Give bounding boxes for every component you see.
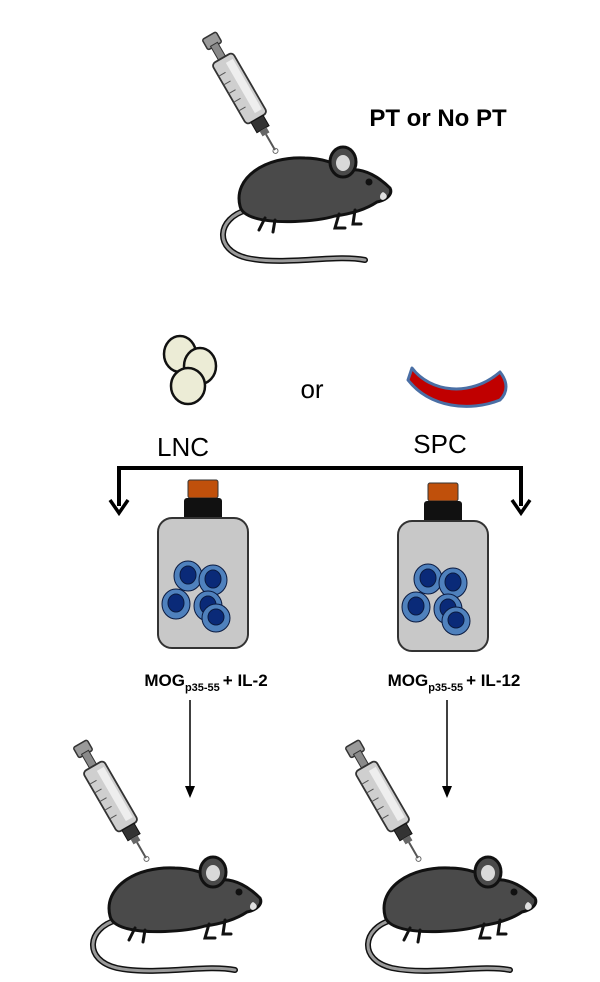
- transfer-arrow-left: [185, 700, 195, 798]
- source-label-lnc: LNC: [157, 432, 209, 462]
- mouse-icon: [368, 857, 536, 971]
- syringe-icon: [197, 28, 289, 161]
- antigen-subscript: p35-55: [185, 682, 220, 694]
- lymph-node-cells-icon: [162, 334, 218, 406]
- spleen-icon: [406, 366, 508, 408]
- mouse-icon: [223, 147, 391, 261]
- split-arrow: [117, 466, 523, 506]
- source-connector: or: [300, 374, 323, 404]
- antigen-text: MOG: [388, 671, 429, 690]
- culture-flask-icon: [157, 479, 249, 649]
- cytokine-text: + IL-2: [223, 671, 268, 690]
- culture-flask-icon: [397, 482, 489, 652]
- antigen-subscript: p35-55: [428, 682, 463, 694]
- cytokine-text: + IL-12: [466, 671, 520, 690]
- mouse-icon: [93, 857, 261, 971]
- condition-label: PT or No PT: [369, 105, 507, 132]
- antigen-text: MOG: [144, 671, 185, 690]
- syringe-icon: [68, 736, 160, 869]
- syringe-icon: [340, 736, 432, 869]
- culture-label-il2: MOGp35-55+ IL-2: [144, 671, 267, 694]
- culture-label-il12: MOGp35-55+ IL-12: [388, 671, 521, 694]
- source-label-spc: SPC: [413, 429, 466, 459]
- arrow-head-right: [510, 499, 532, 517]
- arrow-head-left: [108, 499, 130, 517]
- transfer-arrow-right: [442, 700, 452, 798]
